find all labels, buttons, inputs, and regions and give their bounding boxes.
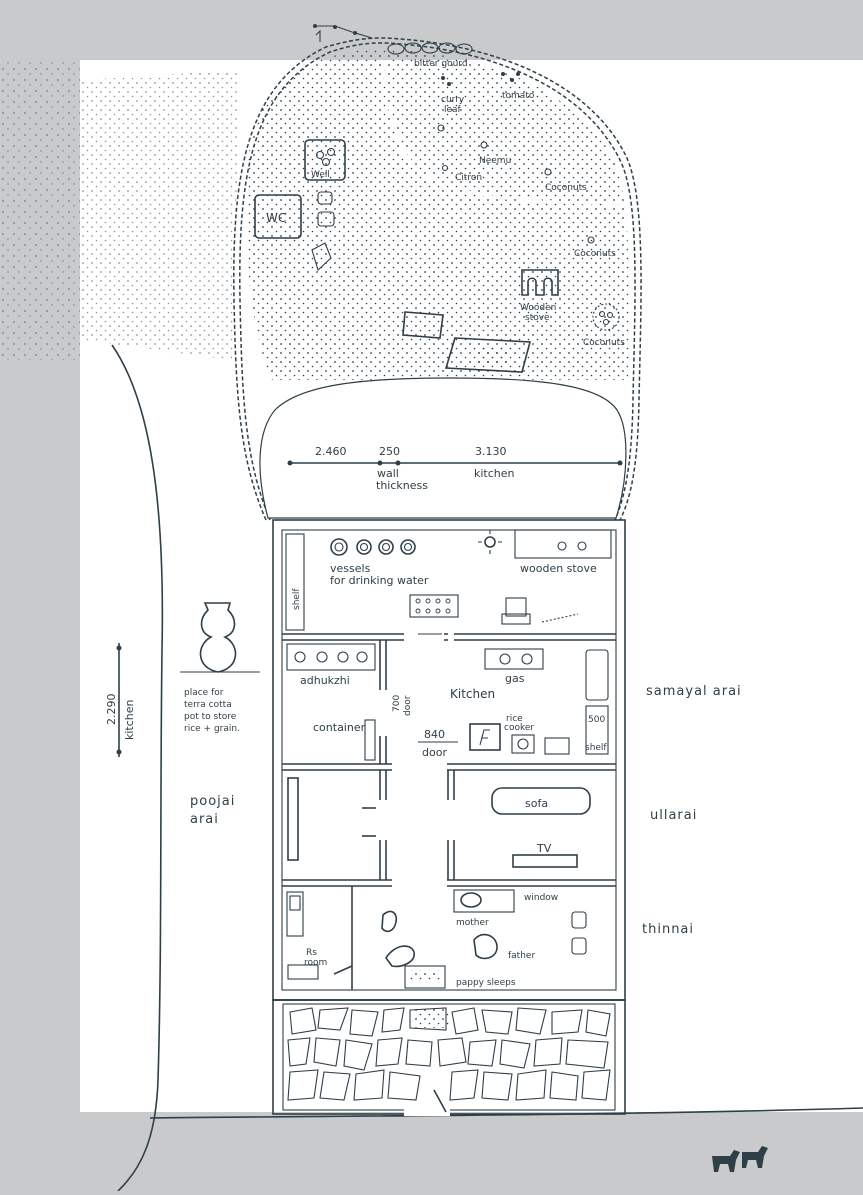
pot-note-4: rice + grain. <box>184 724 240 734</box>
label-kitchen: Kitchen <box>450 687 495 701</box>
label-vessels-1: vessels <box>330 562 371 575</box>
label-rs-room-2: room <box>304 958 327 968</box>
gas-stove <box>484 648 544 670</box>
label-wooden-stove-1: Wooden <box>520 303 556 313</box>
label-father: father <box>508 951 535 961</box>
veranda-mosaic <box>272 999 626 1116</box>
label-vessels-2: for drinking water <box>330 574 429 587</box>
sand-ground <box>246 48 630 381</box>
label-door-700: 700 <box>392 695 402 712</box>
label-poojai-1: poojai <box>190 794 236 809</box>
drinking-water-vessels <box>330 538 416 556</box>
well-box <box>304 139 346 181</box>
dim-250: 250 <box>379 445 400 458</box>
label-ullarai: ullarai <box>650 808 698 823</box>
label-coconuts-2: Coconuts <box>574 249 616 259</box>
pot-note-1: place for <box>184 688 224 698</box>
goats <box>712 1146 768 1172</box>
label-rice-cooker-1: rice <box>506 714 523 724</box>
street-line <box>111 344 164 1192</box>
label-wooden-stove-2: stove <box>525 313 550 323</box>
label-door-700-text: door <box>403 695 413 716</box>
label-citron: Citron <box>455 173 482 183</box>
dim-wall-2: thickness <box>376 479 428 492</box>
bitter-gourd-plants <box>387 42 473 55</box>
path-top <box>313 24 373 42</box>
label-well: Well <box>311 170 330 180</box>
label-neemu: Neemu <box>479 156 511 166</box>
yard-wooden-stove <box>521 269 559 296</box>
dim-wall-1: wall <box>377 467 399 480</box>
dim-height-label: kitchen <box>123 699 136 740</box>
label-mother: mother <box>456 918 489 928</box>
label-thinnai: thinnai <box>642 922 695 937</box>
fridge <box>469 723 501 751</box>
label-gas: gas <box>505 672 525 685</box>
shelf <box>285 533 305 631</box>
label-bitter-gourd: bitter gourd <box>414 59 468 69</box>
front-yard <box>259 377 627 519</box>
label-rs-room-1: Rs <box>306 948 317 958</box>
label-wc: WC <box>266 211 286 225</box>
label-shelf-500-text: shelf <box>585 743 607 753</box>
label-door-840-text: door <box>422 746 447 759</box>
compound-boundary <box>239 42 636 521</box>
grey-dotted-margin <box>0 60 80 360</box>
height-dimension <box>116 643 122 757</box>
sofa <box>491 787 591 815</box>
label-shelf-500: 500 <box>588 715 605 725</box>
label-coconuts-1: Coconuts <box>545 183 587 193</box>
label-poojai-2: arai <box>190 812 219 827</box>
label-adhukzhi: adhukzhi <box>300 674 350 687</box>
dimension-line <box>287 460 623 466</box>
label-door-840: 840 <box>424 728 445 741</box>
label-tv: TV <box>536 842 552 855</box>
label-window: window <box>524 893 558 903</box>
label-rice-cooker-2: cooker <box>504 723 534 733</box>
label-wooden-stove: wooden stove <box>520 562 597 575</box>
wooden-stove-kitchen <box>514 529 612 559</box>
pot-note-2: terra cotta <box>184 700 232 710</box>
label-tomato: tomato <box>502 91 535 101</box>
pot-note-3: pot to store <box>184 712 237 722</box>
label-pappy-sleeps: pappy sleeps <box>456 978 516 988</box>
label-curry-leaf-1: curry <box>441 95 465 105</box>
label-shelf: shelf <box>292 588 302 610</box>
label-samayal-arai: samayal arai <box>646 684 742 699</box>
label-container: container <box>313 721 366 734</box>
dim-kitchen: kitchen <box>474 467 515 480</box>
tv <box>512 854 578 868</box>
dim-2460: 2.460 <box>315 445 347 458</box>
label-sofa: sofa <box>525 797 548 810</box>
dim-3130: 3.130 <box>475 445 507 458</box>
label-curry-leaf-2: leaf <box>444 105 462 115</box>
dim-2290: 2.290 <box>105 694 118 726</box>
label-coconuts-3: Coconuts <box>583 338 625 348</box>
wc-box <box>254 194 302 239</box>
